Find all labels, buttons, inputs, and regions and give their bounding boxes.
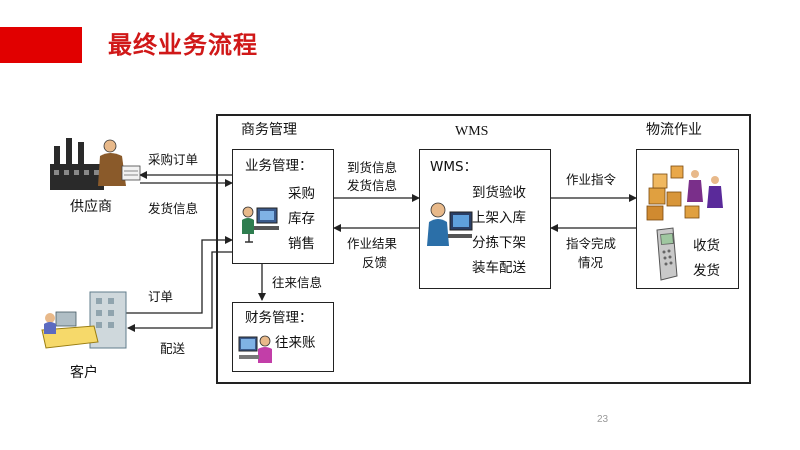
arrow-delivery [127, 251, 232, 332]
business-item-purchase: 采购 [288, 186, 315, 202]
wms-item-receiving: 到货验收 [472, 185, 526, 201]
logistics-item-ship: 发货 [693, 263, 720, 279]
customer-label: 客户 [70, 365, 98, 381]
finance-management-box: 财务管理： 往来账 [232, 302, 334, 372]
wms-operator-icon [427, 202, 473, 246]
region-wms-label: WMS [455, 124, 489, 139]
customer-office-icon [41, 291, 127, 349]
flow-label-transactions: 往来信息 [272, 275, 323, 290]
logistics-item-receive: 收货 [693, 238, 720, 254]
region-logistics-label: 物流作业 [646, 122, 702, 138]
finance-box-title: 财务管理： [245, 310, 313, 326]
flow-label-delivery: 配送 [160, 341, 186, 356]
business-item-inventory: 库存 [288, 211, 315, 227]
wms-item-putaway: 上架入库 [472, 210, 526, 226]
region-commerce-label: 商务管理 [241, 122, 297, 138]
flow-label-job-command: 作业指令 [566, 172, 617, 187]
flow-label-arrival-info: 到货信息 [347, 160, 398, 175]
page-number: 23 [597, 414, 609, 425]
wms-box-title: WMS： [430, 159, 478, 175]
business-item-sales: 销售 [288, 236, 315, 252]
warehouse-workers-icon [646, 165, 723, 221]
accountant-icon [238, 335, 272, 363]
flow-label-job-result: 作业结果 [347, 236, 398, 251]
supplier-label: 供应商 [70, 199, 112, 215]
flow-label-feedback: 反馈 [362, 255, 388, 270]
flow-label-purchase-order: 采购订单 [148, 152, 199, 167]
computer-user-icon [242, 206, 279, 243]
flow-label-supplier-shipment: 发货信息 [148, 201, 199, 216]
logistics-box: 收货 发货 [636, 149, 739, 289]
wms-box: WMS： 到货验收 上架入库 分拣下架 装车配送 [419, 149, 551, 289]
business-box-title: 业务管理： [245, 158, 313, 174]
factory-icon [50, 138, 141, 190]
handheld-scanner-icon [656, 227, 678, 281]
flow-label-status: 情况 [578, 255, 604, 270]
wms-item-picking: 分拣下架 [472, 235, 526, 251]
flow-label-command-done: 指令完成 [566, 236, 617, 251]
finance-item-accounts: 往来账 [275, 335, 316, 351]
flow-label-order: 订单 [148, 289, 174, 304]
business-management-box: 业务管理： 采购 库存 销售 [232, 149, 334, 264]
system-frame [216, 114, 751, 384]
wms-item-loading: 装车配送 [472, 260, 526, 276]
flow-label-shipping-info: 发货信息 [347, 178, 398, 193]
title-accent-bar [0, 27, 82, 63]
slide-title: 最终业务流程 [108, 31, 258, 59]
